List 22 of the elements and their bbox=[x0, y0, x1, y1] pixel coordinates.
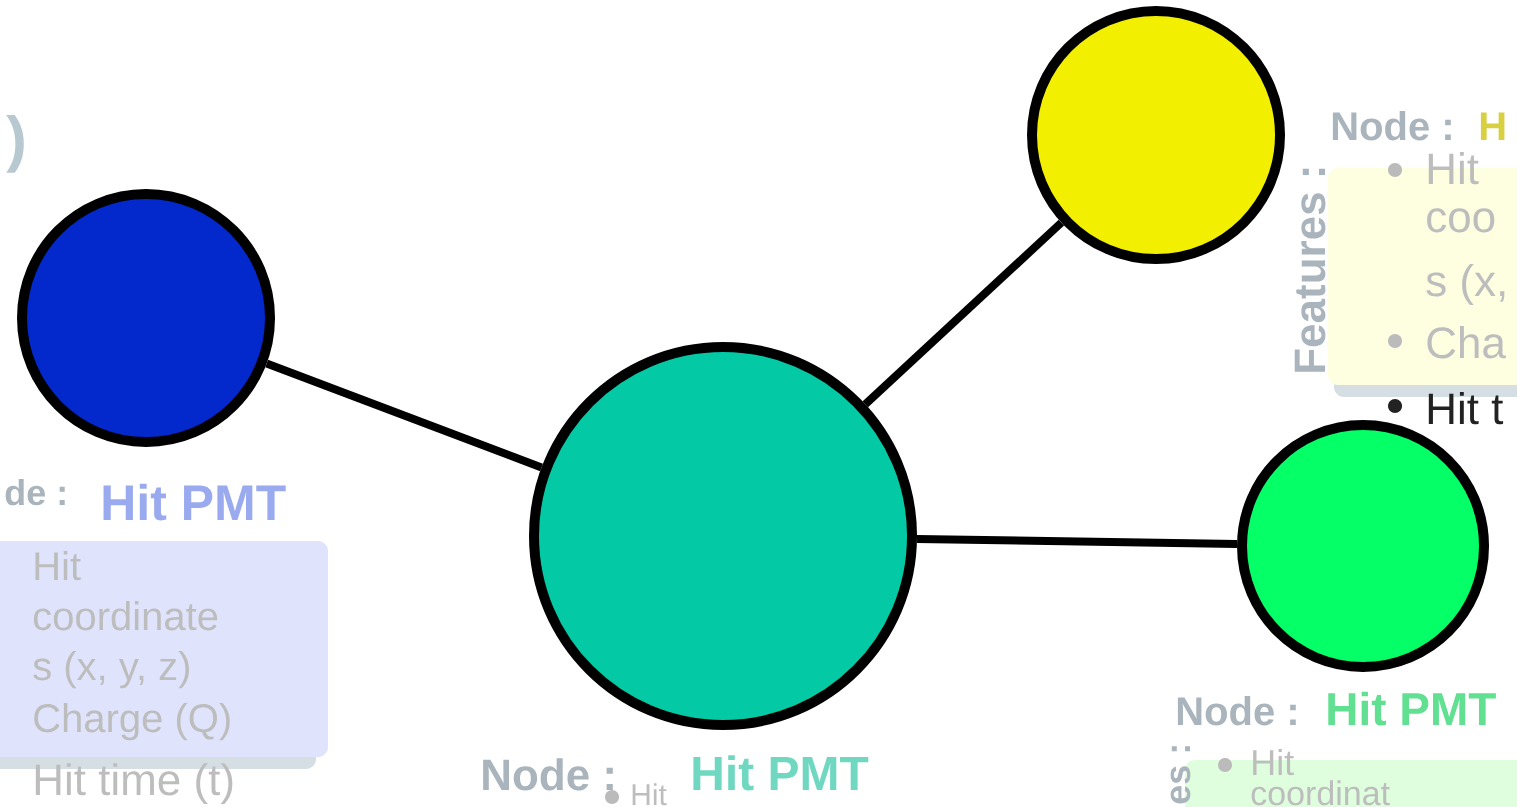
heading-text: ) bbox=[6, 115, 24, 173]
feature-text: Charge (Q) bbox=[34, 703, 230, 741]
edge-line bbox=[862, 219, 1065, 408]
rotated-heading: Features : bbox=[1294, 168, 1326, 372]
feature-text: Cha bbox=[1427, 326, 1506, 359]
feature-text: coordinate bbox=[33, 601, 218, 631]
feature-text: Hit bbox=[35, 551, 81, 581]
heading-text: H bbox=[1480, 112, 1505, 140]
circle-node bbox=[1027, 6, 1285, 264]
circle-node bbox=[529, 342, 917, 730]
circle-node bbox=[17, 189, 275, 447]
feature-text: Hit time (t) bbox=[35, 763, 233, 805]
feature-text: Hit bbox=[1428, 152, 1479, 185]
feature-text: Hit bbox=[1253, 748, 1294, 776]
rotated-heading: es : bbox=[1170, 746, 1191, 804]
heading-text: Node : bbox=[1177, 696, 1296, 726]
feature-text: s (x, bbox=[1426, 264, 1505, 306]
edge-line bbox=[265, 359, 543, 472]
feature-text: Hit bbox=[632, 783, 667, 806]
feature-text: coo bbox=[1427, 208, 1495, 233]
feature-text: coordinat bbox=[1251, 780, 1390, 806]
feature-text: s (x, y, z) bbox=[33, 651, 189, 689]
